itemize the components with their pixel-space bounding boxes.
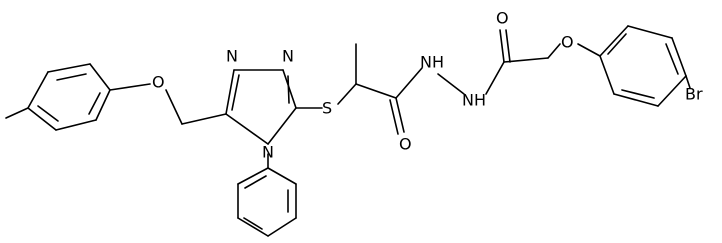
atom-o-ether-left: O: [152, 73, 165, 92]
atom-labels: O N N N S O NH NH O O Br: [152, 9, 703, 162]
atom-nh-2: NH: [462, 91, 486, 110]
atom-n-triazole-4: N: [262, 143, 274, 162]
atom-o-ether-right: O: [561, 33, 574, 52]
atom-nh-1: NH: [420, 53, 444, 72]
atom-n-triazole-1: N: [226, 47, 238, 66]
atom-o-amide-1: O: [399, 135, 412, 154]
bonds: [5, 25, 691, 237]
atom-n-triazole-2: N: [282, 47, 294, 66]
atom-bromine: Br: [685, 85, 703, 104]
atom-sulfur: S: [322, 99, 332, 118]
atom-o-amide-2: O: [496, 9, 509, 28]
